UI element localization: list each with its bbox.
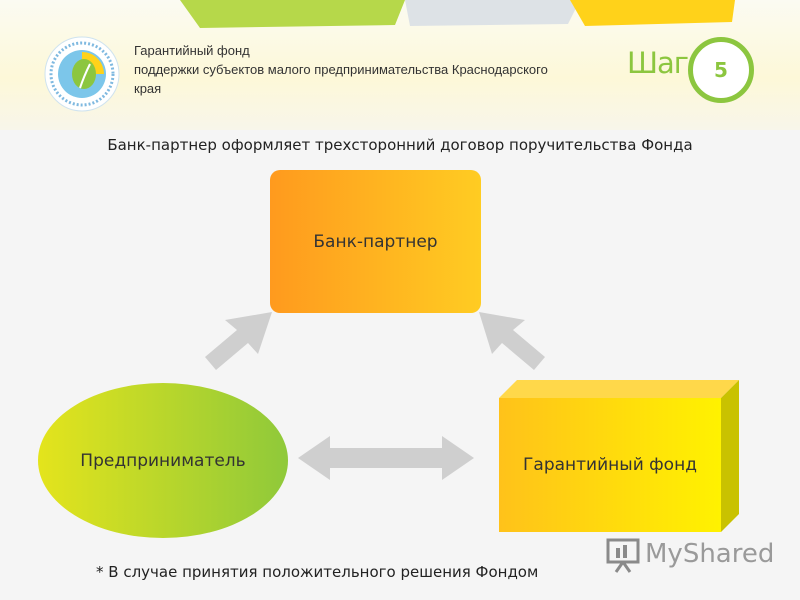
header-decoration <box>180 0 735 28</box>
node-bank-partner-label: Банк-партнер <box>313 231 438 252</box>
org-line-3: края <box>134 81 162 96</box>
arrow-bank-entrepreneur <box>205 312 272 370</box>
arrow-bank-fund <box>479 312 545 370</box>
node-entrepreneur-label: Предприниматель <box>80 450 246 471</box>
watermark-brand: MyShared <box>645 539 774 569</box>
fund-logo-icon <box>44 36 120 112</box>
footnote: * В случае принятия положительного решен… <box>96 563 539 581</box>
step-number-badge: 5 <box>688 37 754 103</box>
node-guarantee-fund-label: Гарантийный фонд <box>523 455 697 475</box>
watermark-brand-prefix: My <box>645 539 683 569</box>
organization-name: Гарантийный фонд поддержки субъектов мал… <box>134 41 594 98</box>
arrow-entrepreneur-fund <box>298 436 474 480</box>
step-label: Шаг <box>627 46 689 80</box>
node-guarantee-fund-shape <box>499 380 739 532</box>
node-bank-partner: Банк-партнер <box>270 170 481 313</box>
myshared-logo-icon <box>606 538 640 573</box>
org-line-2: поддержки субъектов малого предпринимате… <box>134 62 548 77</box>
node-guarantee-fund: Гарантийный фонд <box>499 398 721 532</box>
node-entrepreneur: Предприниматель <box>38 383 288 538</box>
org-line-1: Гарантийный фонд <box>134 43 250 58</box>
watermark-brand-suffix: Shared <box>682 539 775 569</box>
slide-headline: Банк-партнер оформляет трехсторонний дог… <box>107 136 693 154</box>
